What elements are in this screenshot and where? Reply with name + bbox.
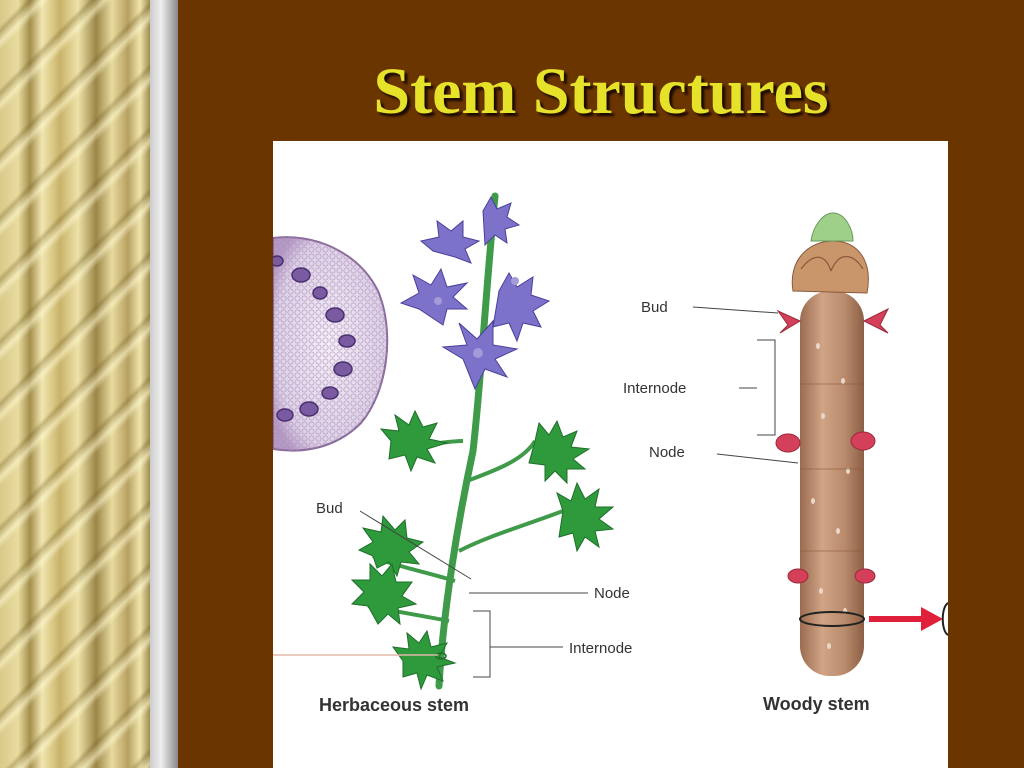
- herbaceous-plant-illustration: [273, 192, 615, 691]
- herbaceous-leader-lines: [359, 510, 588, 678]
- woody-node-label: Node: [649, 444, 685, 461]
- woody-stem-caption: Woody stem: [763, 694, 870, 714]
- woody-internode-label: Internode: [623, 380, 686, 397]
- herbaceous-bud-label: Bud: [316, 500, 343, 517]
- stem-diagram: Bud Node Internode Herbaceous stem: [273, 141, 948, 768]
- herbaceous-node-label: Node: [594, 585, 630, 602]
- herbaceous-stem-caption: Herbaceous stem: [319, 695, 469, 715]
- stem-diagram-svg: Bud Node Internode Herbaceous stem: [273, 192, 948, 715]
- woody-bud-label: Bud: [641, 299, 668, 316]
- herbaceous-internode-label: Internode: [569, 640, 632, 657]
- woody-stem-illustration: [775, 212, 948, 676]
- slide-title: Stem Structures: [373, 55, 829, 128]
- stem-cross-section: [273, 236, 389, 452]
- decorative-column: [0, 0, 165, 768]
- woody-leader-lines: [692, 306, 799, 464]
- column-shadow: [150, 0, 178, 768]
